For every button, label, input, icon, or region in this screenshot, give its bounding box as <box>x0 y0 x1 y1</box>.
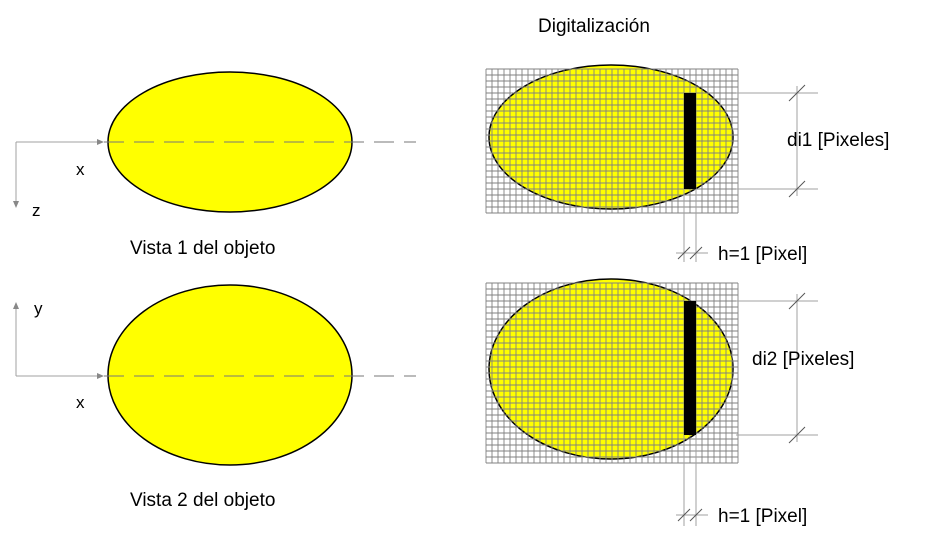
view-2-axes <box>13 302 104 379</box>
view-1-caption: Vista 1 del objeto <box>130 238 275 259</box>
view-1-x-axis-label: x <box>76 160 85 179</box>
view-1-z-axis-label: z <box>32 201 41 220</box>
digitized-view-2-height-dimension <box>736 292 818 444</box>
view-1-object: x z Vista 1 del objeto <box>13 71 416 259</box>
digitized-view-1-dimension-label: di1 [Pixeles] <box>787 130 889 151</box>
title: Digitalización <box>538 16 650 37</box>
digitized-view-2-pixel-column <box>684 301 696 435</box>
digitized-view-2: di2 [Pixeles] h=1 [Pixel] <box>485 278 854 527</box>
view-2-object: x y Vista 2 del objeto <box>13 284 416 511</box>
view-2-ellipse <box>107 284 353 466</box>
view-2-caption: Vista 2 del objeto <box>130 490 275 511</box>
digitized-view-1-height-dimension <box>736 84 818 198</box>
digitized-view-1-step-label: h=1 [Pixel] <box>718 244 807 265</box>
digitized-view-1-pixel-column <box>684 93 696 189</box>
digitized-view-1-width-dimension <box>676 189 708 262</box>
digitized-view-2-step-label: h=1 [Pixel] <box>718 506 807 527</box>
digitized-view-2-width-dimension <box>676 435 708 526</box>
view-2-y-axis-label: y <box>34 299 43 318</box>
digitized-view-2-dimension-label: di2 [Pixeles] <box>752 349 854 370</box>
digitized-view-1: di1 [Pixeles] h=1 [Pixel] <box>485 64 889 265</box>
view-2-x-axis-label: x <box>76 393 85 412</box>
view-1-axes <box>13 139 104 208</box>
